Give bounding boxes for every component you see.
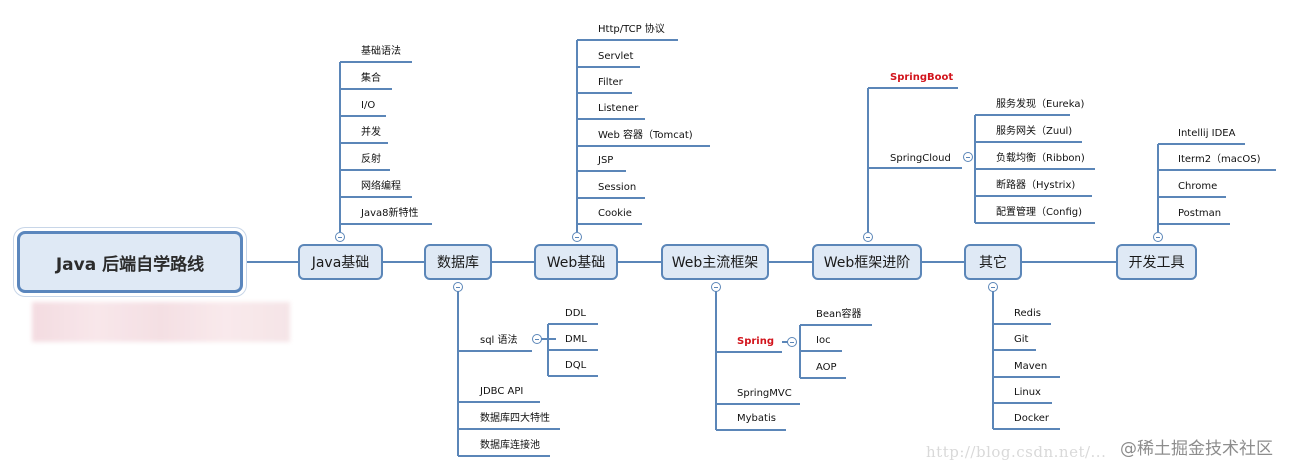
leaf-database-0[interactable]: JDBC API (480, 386, 524, 397)
leaf-springcloud-2[interactable]: 负载均衡（Ribbon) (996, 153, 1085, 164)
leaf-dev-tools-2[interactable]: Chrome (1178, 181, 1218, 192)
collapse-toggle-web-basics[interactable] (572, 232, 582, 242)
leaf-java-basics-2[interactable]: I/O (361, 100, 376, 111)
leaf-others-3[interactable]: Linux (1014, 387, 1041, 398)
leaf-java-basics-1[interactable]: 集合 (361, 73, 381, 84)
leaf-dev-tools-3[interactable]: Postman (1178, 208, 1222, 219)
leaf-springcloud-3[interactable]: 断路器（Hystrix) (996, 180, 1076, 191)
collapse-toggle-web-frameworks[interactable] (711, 282, 721, 292)
collapse-toggle-spring[interactable] (787, 337, 797, 347)
collapse-toggle-springcloud[interactable] (963, 152, 973, 162)
root-label: Java 后端自学路线 (55, 254, 205, 275)
leaf-java-basics-5[interactable]: 网络编程 (361, 181, 401, 192)
collapse-toggle-database[interactable] (453, 282, 463, 292)
leaf-web-basics-1[interactable]: Servlet (598, 51, 634, 62)
node-database-label: 数据库 (437, 255, 479, 271)
leaf-java-basics-3[interactable]: 并发 (361, 127, 381, 138)
leaf-web-basics-5[interactable]: JSP (598, 155, 614, 166)
leaf-web-basics-6[interactable]: Session (598, 182, 637, 193)
leaf-web-basics-0[interactable]: Http/TCP 协议 (598, 24, 665, 35)
leaf-dev-tools-1[interactable]: Iterm2（macOS) (1178, 154, 1261, 165)
leaf-spring[interactable]: Spring (737, 336, 774, 347)
node-database[interactable]: 数据库 (424, 244, 492, 280)
collapse-toggle-dev-tools[interactable] (1153, 232, 1163, 242)
leaf-web-frameworks-0[interactable]: SpringMVC (737, 388, 792, 399)
node-web-basics-label: Web基础 (546, 255, 606, 271)
node-web-advanced-label: Web框架进阶 (823, 255, 911, 271)
leaf-database-1[interactable]: 数据库四大特性 (480, 413, 550, 424)
redacted-image (32, 302, 290, 342)
node-web-frameworks-label: Web主流框架 (671, 255, 759, 271)
node-web-basics[interactable]: Web基础 (534, 244, 618, 280)
node-others-label: 其它 (979, 255, 1007, 271)
leaf-others-1[interactable]: Git (1014, 334, 1029, 345)
leaf-sql-2[interactable]: DQL (565, 360, 587, 371)
leaf-others-4[interactable]: Docker (1014, 413, 1050, 424)
leaf-spring-0[interactable]: Bean容器 (816, 309, 862, 320)
node-web-advanced[interactable]: Web框架进阶 (812, 244, 922, 280)
collapse-toggle-web-advanced[interactable] (863, 232, 873, 242)
leaf-web-basics-4[interactable]: Web 容器（Tomcat) (598, 130, 693, 141)
collapse-toggle-others[interactable] (988, 282, 998, 292)
leaf-springcloud-1[interactable]: 服务网关（Zuul) (996, 126, 1073, 137)
leaf-spring-1[interactable]: Ioc (816, 335, 831, 346)
leaf-others-0[interactable]: Redis (1014, 308, 1041, 319)
leaf-java-basics-6[interactable]: Java8新特性 (361, 208, 419, 219)
collapse-toggle-java-basics[interactable] (335, 232, 345, 242)
leaf-spring-2[interactable]: AOP (816, 362, 837, 373)
node-dev-tools-label: 开发工具 (1128, 255, 1185, 271)
leaf-web-basics-2[interactable]: Filter (598, 77, 623, 88)
collapse-toggle-sql[interactable] (532, 334, 542, 344)
leaf-java-basics-4[interactable]: 反射 (361, 154, 381, 165)
node-web-frameworks[interactable]: Web主流框架 (661, 244, 769, 280)
leaf-springcloud-4[interactable]: 配置管理（Config) (996, 207, 1082, 218)
watermark-url: http://blog.csdn.net/... (926, 443, 1107, 461)
leaf-sql[interactable]: sql 语法 (480, 335, 518, 346)
node-java-basics[interactable]: Java基础 (298, 244, 383, 280)
leaf-sql-1[interactable]: DML (565, 334, 587, 345)
node-java-basics-label: Java基础 (311, 255, 370, 271)
leaf-web-frameworks-1[interactable]: Mybatis (737, 413, 776, 424)
leaf-springcloud[interactable]: SpringCloud (890, 153, 951, 164)
leaf-springcloud-0[interactable]: 服务发现（Eureka) (996, 99, 1085, 110)
node-others[interactable]: 其它 (964, 244, 1022, 280)
node-dev-tools[interactable]: 开发工具 (1116, 244, 1197, 280)
leaf-web-basics-3[interactable]: Listener (598, 103, 639, 114)
leaf-java-basics-0[interactable]: 基础语法 (361, 46, 401, 57)
leaf-database-2[interactable]: 数据库连接池 (480, 440, 540, 451)
leaf-dev-tools-0[interactable]: Intellij IDEA (1178, 128, 1236, 139)
leaf-web-basics-7[interactable]: Cookie (598, 208, 632, 219)
leaf-springboot[interactable]: SpringBoot (890, 72, 954, 83)
watermark-juejin: @稀土掘金技术社区 (1120, 439, 1273, 459)
leaf-sql-0[interactable]: DDL (565, 308, 586, 319)
root-node[interactable]: Java 后端自学路线 (17, 231, 243, 293)
leaf-others-2[interactable]: Maven (1014, 361, 1048, 372)
